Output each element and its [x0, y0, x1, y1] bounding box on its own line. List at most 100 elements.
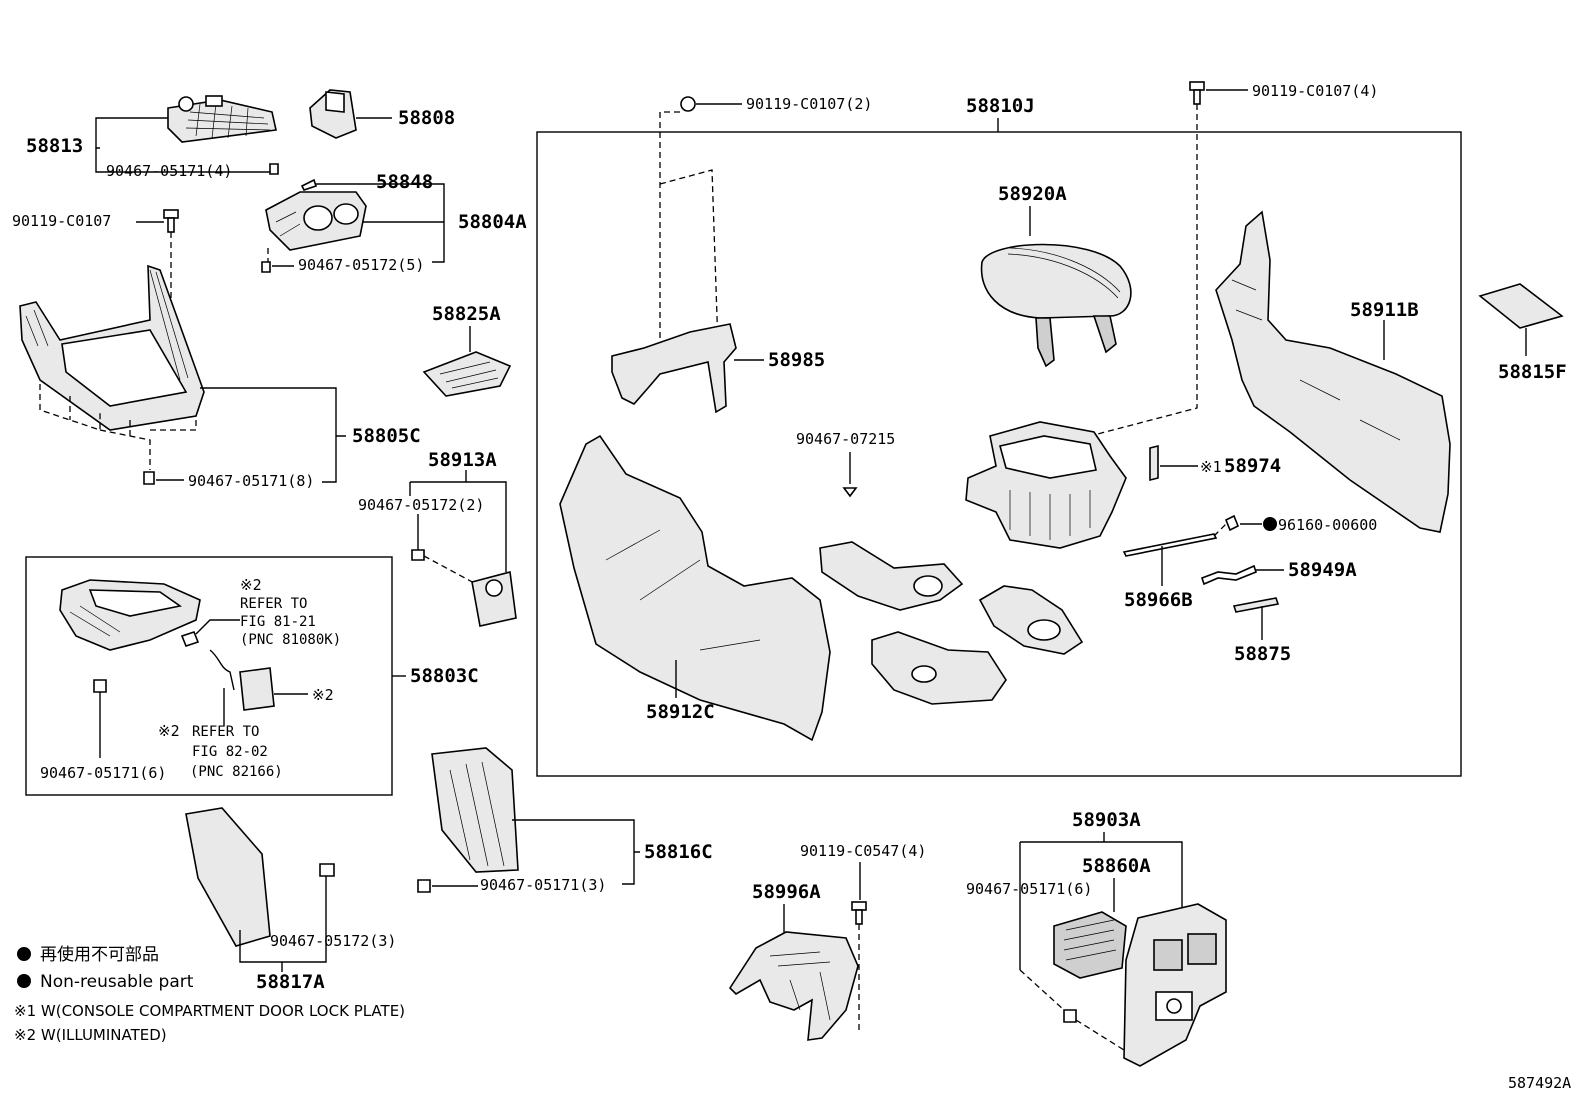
leader-58813: [95, 117, 168, 149]
leader-58804A: [362, 183, 445, 263]
bolt-90119-C0547-4: [851, 901, 867, 925]
label-90467-05171-6a: 90467-05171(6): [40, 764, 166, 782]
figure-number: 587492A: [1508, 1074, 1571, 1092]
part-58974-drawing: [1149, 444, 1159, 482]
legend-note-1: ※1 W(CONSOLE COMPARTMENT DOOR LOCK PLATE…: [14, 1002, 405, 1020]
part-58848-drawing: [300, 178, 318, 191]
label-90467-05172-5: 90467-05172(5): [298, 256, 424, 274]
bolt-90119-C0107: [163, 209, 179, 233]
label-90119-C0107: 90119-C0107: [12, 212, 111, 230]
label-58903A: 58903A: [1072, 809, 1141, 831]
dash-90119-C0107-2: [659, 111, 719, 347]
label-58815F: 58815F: [1498, 361, 1567, 383]
label-58816C: 58816C: [644, 841, 713, 863]
label-58848: 58848: [376, 171, 433, 193]
label-58803C: 58803C: [410, 665, 479, 687]
label-58804A: 58804A: [458, 211, 527, 233]
label-58920A: 58920A: [998, 183, 1067, 205]
part-58815F-drawing: [1478, 283, 1564, 329]
clip-90467-05172-3: [319, 863, 335, 877]
label-58808: 58808: [398, 107, 455, 129]
label-58966B: 58966B: [1124, 589, 1193, 611]
legend-nonreusable-jp: 再使用不可部品: [40, 944, 159, 965]
label-90467-07215: 90467-07215: [796, 430, 895, 448]
lamp-58803C: [239, 667, 275, 711]
leader-58816C: [512, 819, 640, 885]
ref1-line3: (PNC 81080K): [240, 632, 341, 648]
mark-1: ※1: [1200, 458, 1222, 476]
clip-96160-00600: [1224, 514, 1240, 532]
ref2-line3: (PNC 82166): [190, 764, 283, 780]
part-58816C-drawing: [431, 747, 519, 873]
label-90467-05171-8: 90467-05171(8): [188, 472, 314, 490]
legend-dot-jp: [17, 947, 31, 961]
label-90467-05171-4: 90467-05171(4): [106, 162, 232, 180]
dashed-58913A: [423, 555, 477, 585]
duct-part-drawing-1: [819, 541, 964, 611]
ref1-line1: REFER TO: [240, 596, 307, 612]
label-90119-C0107-2: 90119-C0107(2): [746, 95, 872, 113]
part-58985-drawing: [611, 323, 737, 414]
part-58803C-drawing: [59, 579, 201, 651]
duct-part-drawing-2: [871, 631, 1007, 705]
label-90467-05171-6b: 90467-05171(6): [966, 880, 1092, 898]
part-58966B-drawing: [1122, 533, 1218, 557]
label-58911B: 58911B: [1350, 299, 1419, 321]
legend-dot-en: [17, 974, 31, 988]
bolt-90119-C0107-2: [680, 96, 696, 112]
part-58817A-drawing: [185, 807, 271, 947]
label-90119-C0547-4: 90119-C0547(4): [800, 842, 926, 860]
part-58805C-drawing: [19, 264, 205, 431]
leader-ref1: [195, 619, 240, 635]
dashed-clips-58805C: [39, 384, 197, 470]
label-90467-05172-3: 90467-05172(3): [270, 932, 396, 950]
dash-90119-C0107-4: [1089, 104, 1198, 437]
part-58903A-drawing: [1123, 903, 1227, 1067]
label-58860A: 58860A: [1082, 855, 1151, 877]
label-58913A: 58913A: [428, 449, 497, 471]
label-96160-00600: 96160-00600: [1278, 516, 1377, 534]
label-58810J: 58810J: [966, 95, 1035, 117]
duct-part-drawing-3: [978, 585, 1084, 655]
mark-2a: ※2: [240, 576, 262, 594]
clip-90467-07215: [842, 487, 858, 498]
mark-2c: ※2: [158, 722, 180, 740]
part-58913A-drawing: [471, 570, 517, 627]
part-58825A-drawing: [422, 351, 512, 397]
part-58860A-drawing: [1053, 911, 1127, 979]
console-box-drawing: [965, 421, 1127, 549]
part-58949A-drawing: [1200, 564, 1257, 586]
leader-58903A: [1019, 832, 1183, 970]
connector-58803C: [180, 631, 200, 647]
part-58813-drawing: [167, 95, 279, 175]
leader-58805C: [200, 387, 346, 483]
label-58875: 58875: [1234, 643, 1291, 665]
clip-90467-05171-6b: [1063, 1009, 1077, 1023]
clip-90467-05172-2: [411, 549, 425, 561]
part-58912C-drawing: [559, 434, 831, 742]
assembly-frame-58810J: [536, 131, 1462, 777]
nonreusable-dot-96160-00600: [1263, 517, 1277, 531]
part-58911B-drawing: [1215, 210, 1451, 533]
clip-90467-05171-8: [143, 471, 155, 485]
ref1-line2: FIG 81-21: [240, 614, 316, 630]
leader-58813-clip: [95, 148, 270, 173]
label-90467-05172-2: 90467-05172(2): [358, 496, 484, 514]
label-58974: 58974: [1224, 455, 1281, 477]
leader-58817A: [239, 876, 327, 972]
mark-2b: ※2: [312, 686, 334, 704]
label-58817A: 58817A: [256, 971, 325, 993]
wire-58803C: [209, 649, 235, 691]
clip-90467-05172-5: [261, 261, 271, 273]
ref2-line2: FIG 82-02: [192, 744, 268, 760]
label-58949A: 58949A: [1288, 559, 1357, 581]
label-58805C: 58805C: [352, 425, 421, 447]
ref2-line1: REFER TO: [192, 724, 259, 740]
legend-note-2: ※2 W(ILLUMINATED): [14, 1026, 167, 1044]
label-58813: 58813: [26, 135, 83, 157]
clip-90467-05171-3: [417, 879, 431, 893]
label-58825A: 58825A: [432, 303, 501, 325]
label-58996A: 58996A: [752, 881, 821, 903]
part-58875-drawing: [1232, 597, 1280, 613]
